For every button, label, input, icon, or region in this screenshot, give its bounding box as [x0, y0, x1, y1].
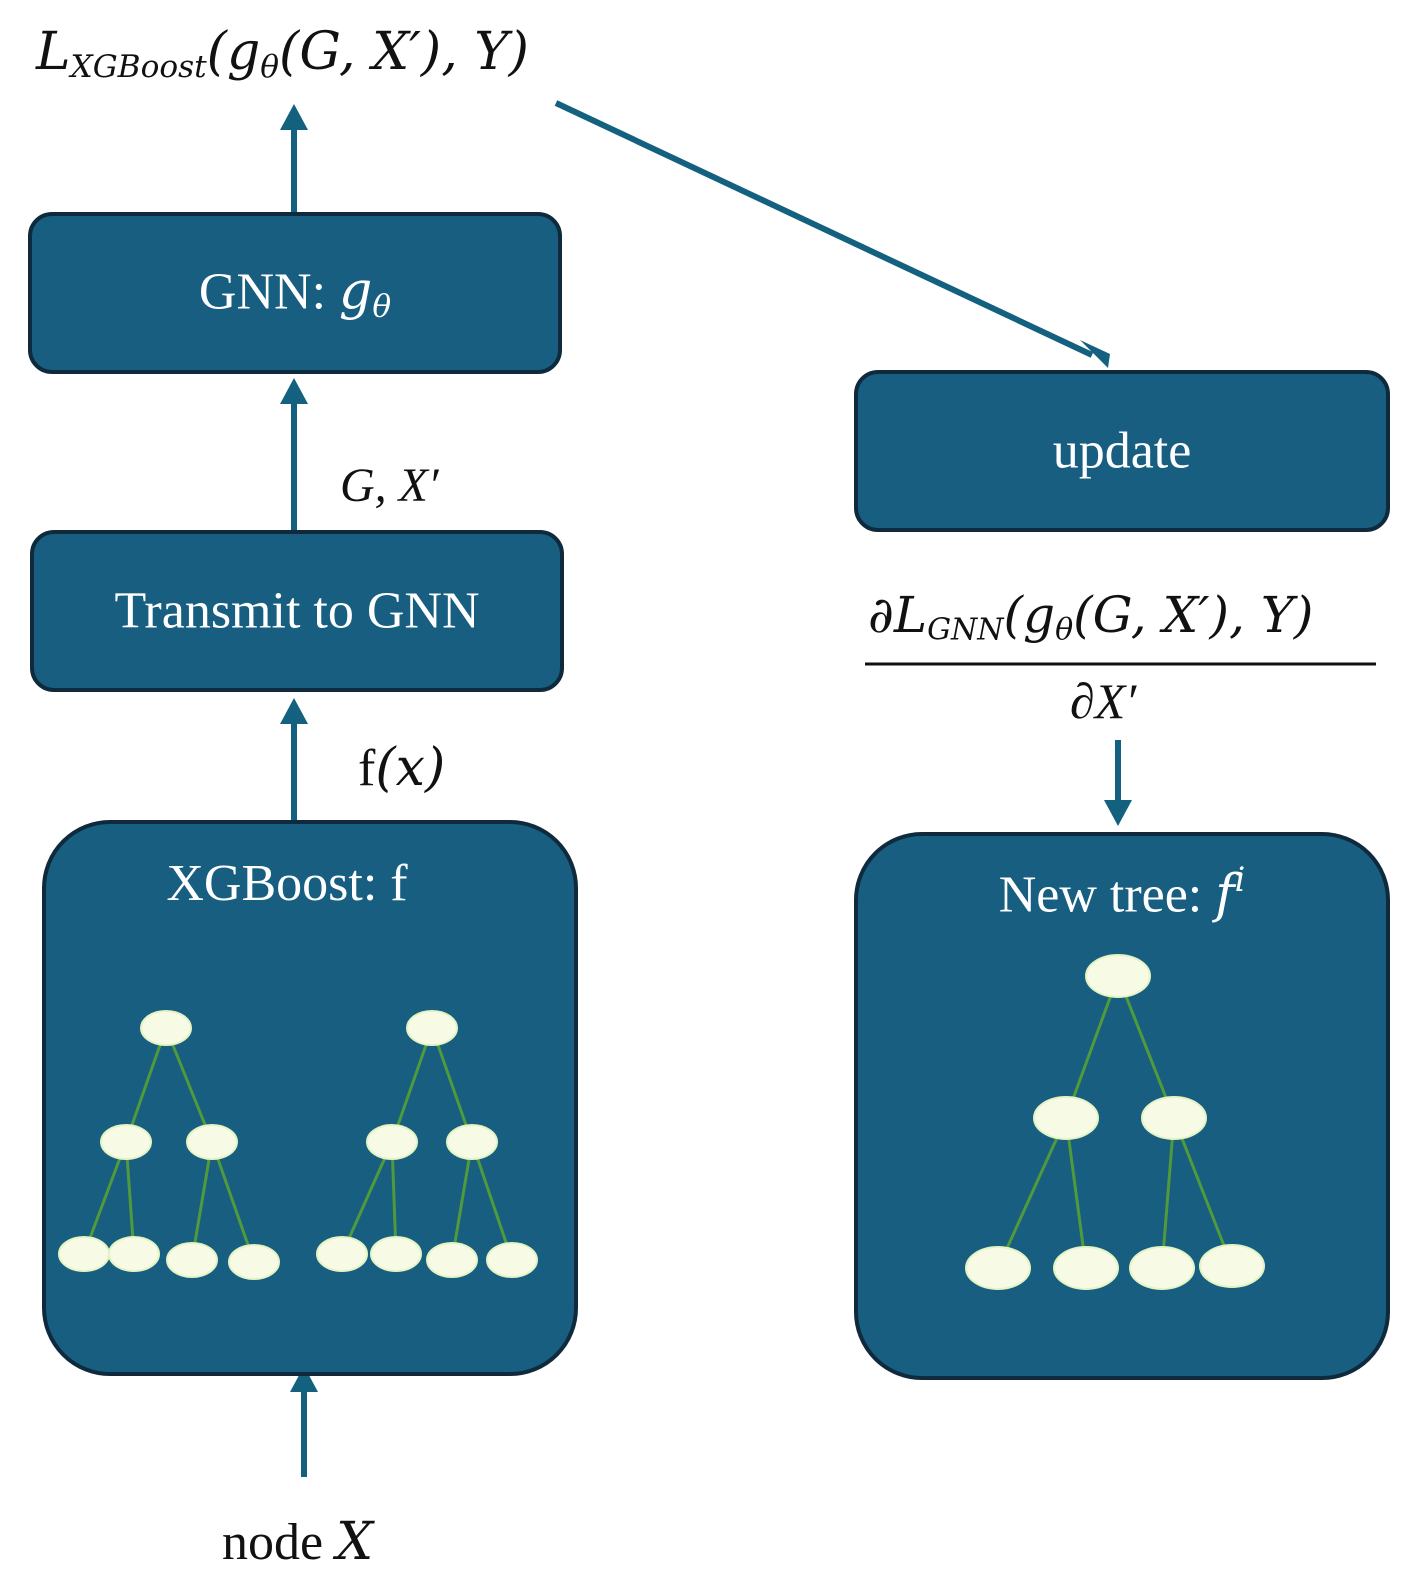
- xgb-tree-2-edge: [450, 1141, 474, 1261]
- gnn-box-label: GNN: gθ: [198, 261, 392, 325]
- new-tree-node: [1053, 1246, 1119, 1290]
- xgb-tree-2-node: [316, 1236, 368, 1272]
- xgb-tree-1-node: [108, 1236, 160, 1272]
- xgboost-box[interactable]: XGBoost: f: [42, 820, 578, 1376]
- arrowhead-newtree: [1104, 800, 1132, 826]
- xgb-tree-2-edge: [390, 1141, 398, 1255]
- xgb-tree-1-node: [166, 1242, 218, 1278]
- xgb-tree-2-edge: [430, 1027, 474, 1143]
- graph-features-label: G, X′: [340, 459, 439, 512]
- xgb-tree-2-edge: [470, 1141, 514, 1261]
- xgb-tree-1-node: [228, 1244, 280, 1280]
- gnn-box[interactable]: GNN: gθ: [28, 212, 562, 374]
- arrowhead-loss: [280, 104, 308, 130]
- xgboost-box-label: XGBoost: f: [166, 855, 408, 912]
- new-tree-node: [1033, 1096, 1099, 1140]
- transmit-box-label: Transmit to GNN: [114, 582, 480, 640]
- xgboost-output-label: f(x): [358, 738, 446, 798]
- new-tree-node: [1129, 1246, 1195, 1290]
- xgb-tree-2-node: [446, 1124, 498, 1160]
- xgb-tree-2-node: [370, 1236, 422, 1272]
- xgb-tree-1-edge: [124, 1141, 136, 1255]
- gradient-numerator: ∂LGNN(gθ(G, X′), Y): [868, 586, 1314, 648]
- xgb-tree-1-edge: [82, 1141, 128, 1255]
- xgb-tree-1-node: [140, 1010, 192, 1046]
- update-box[interactable]: update: [854, 370, 1390, 532]
- xgb-tree-1-edge: [210, 1141, 256, 1263]
- xgb-tree-1-node: [58, 1236, 110, 1272]
- transmit-to-gnn-box[interactable]: Transmit to GNN: [30, 530, 564, 692]
- new-tree-node: [1199, 1244, 1265, 1288]
- new-tree-edge: [1064, 1117, 1088, 1269]
- xgb-tree-2-edge: [340, 1141, 394, 1255]
- xgb-tree-1-edge: [190, 1141, 214, 1261]
- new-tree-edge: [1064, 975, 1120, 1119]
- arrow-loss-to-update: [554, 100, 1094, 358]
- xgb-tree-2-edge: [390, 1027, 434, 1143]
- arrowhead-update: [1080, 340, 1110, 368]
- xgb-tree-2-node: [406, 1010, 458, 1046]
- update-box-label: update: [1052, 422, 1192, 480]
- new-tree-node: [1085, 954, 1151, 998]
- gradient-denominator: ∂X′: [1070, 673, 1137, 729]
- new-tree-box[interactable]: New tree: fi: [854, 832, 1390, 1380]
- xgboost-loss-label: LXGBoost(gθ(G, X′), Y): [36, 22, 529, 85]
- new-tree-edge: [1116, 975, 1176, 1119]
- arrowhead-xgboost: [290, 1366, 318, 1392]
- xgb-tree-2-node: [366, 1124, 418, 1160]
- arrowhead-transmit: [280, 698, 308, 724]
- new-tree-node: [965, 1246, 1031, 1290]
- arrowhead-gnn: [280, 378, 308, 404]
- new-tree-edge: [1160, 1117, 1176, 1269]
- new-tree-box-label: New tree: fi: [998, 860, 1246, 925]
- xgb-tree-2-node: [426, 1242, 478, 1278]
- new-tree-edge: [1172, 1117, 1234, 1267]
- xgb-tree-1-edge: [164, 1027, 214, 1143]
- node-input-label: node X: [222, 1512, 374, 1572]
- xgb-tree-2-node: [486, 1242, 538, 1278]
- new-tree-edge: [996, 1117, 1068, 1269]
- new-tree-node: [1141, 1096, 1207, 1140]
- xgb-tree-1-node: [186, 1124, 238, 1160]
- xgb-tree-1-edge: [124, 1027, 168, 1143]
- xgb-tree-1-node: [100, 1124, 152, 1160]
